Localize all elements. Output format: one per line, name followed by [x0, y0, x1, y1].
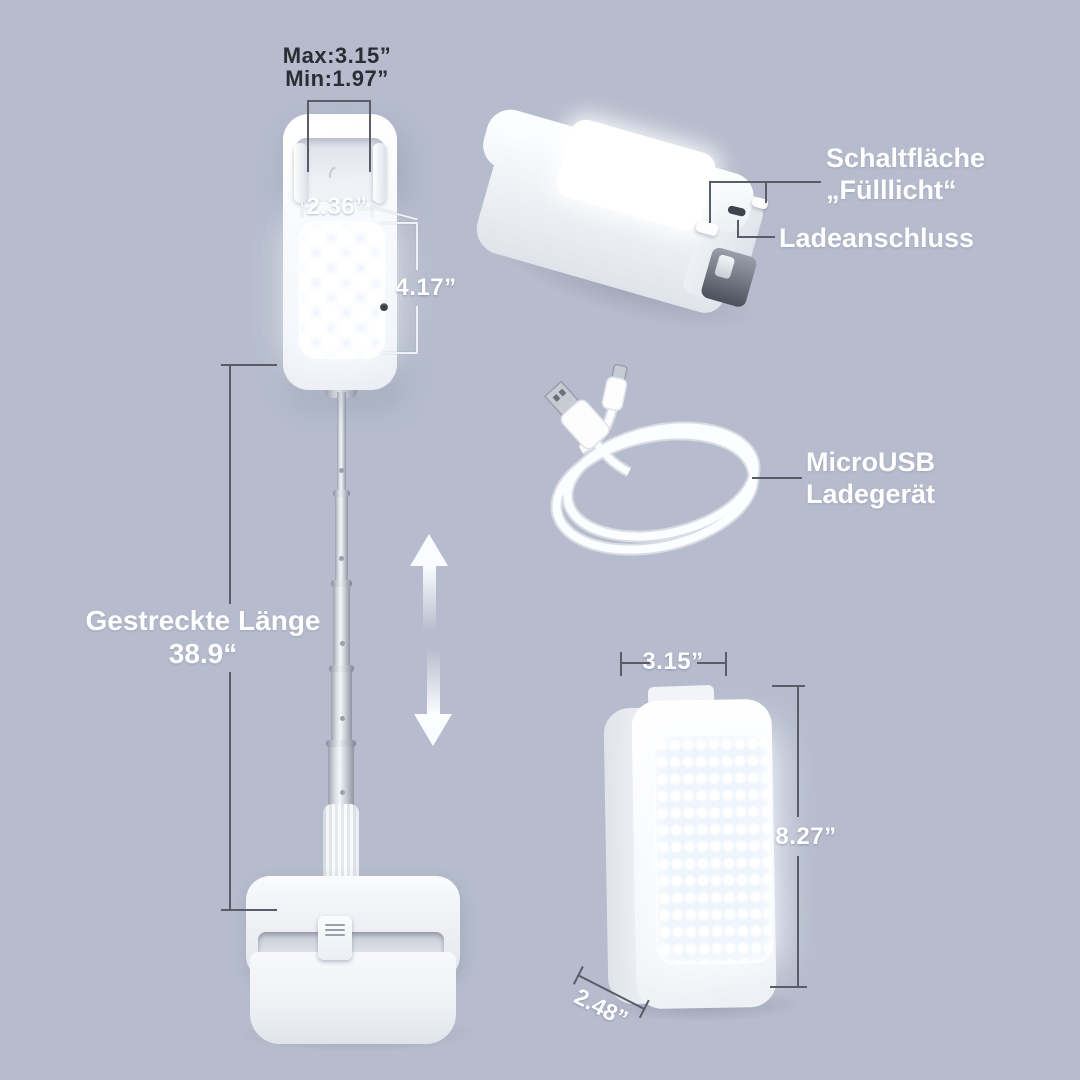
extended-length-line1: Gestreckte Länge	[85, 605, 321, 636]
extended-length-line	[229, 672, 231, 909]
base-slider-switch	[318, 916, 352, 960]
charging-port-leader-line	[737, 236, 775, 238]
folded-height-label: 8.27”	[775, 823, 837, 850]
panel-width-tick	[301, 202, 303, 217]
panel-height-line	[416, 306, 418, 352]
pole-collar	[331, 580, 352, 587]
extended-length-line2: 38.9“	[168, 638, 238, 669]
extended-length-tick	[221, 909, 277, 911]
pole-dot	[340, 641, 345, 646]
clamp-dim-tick	[369, 100, 371, 172]
fill-light-button-line1: Schaltfläche	[826, 143, 986, 173]
panel-height-line	[416, 224, 418, 270]
micro-usb-connector	[601, 363, 628, 412]
standing-unit-led-panel	[653, 733, 773, 965]
folded-box-foot-tab	[713, 253, 736, 280]
usb-a-connector	[543, 380, 610, 450]
folded-width-tick	[620, 652, 622, 676]
clamp-max-label: Max:3.15”	[282, 43, 392, 68]
panel-height-tick	[380, 222, 418, 224]
pole-dot	[339, 468, 344, 473]
folded-width-line	[622, 662, 650, 664]
pole-segment-5	[328, 740, 354, 812]
fill-light-button-line2: „Fülllicht“	[826, 175, 957, 205]
folded-height-tick	[772, 685, 805, 687]
folded-height-line	[797, 687, 799, 817]
extended-length-line	[229, 366, 231, 604]
fill-light-button-label: Schaltfläche „Fülllicht“	[826, 142, 985, 206]
panel-width-tick	[371, 202, 373, 217]
extended-length-label: Gestreckte Länge 38.9“	[83, 604, 323, 670]
led-fill-light-panel	[299, 221, 385, 359]
pole-dot	[340, 790, 345, 795]
light-head	[283, 114, 397, 390]
charger-leader-line	[752, 477, 802, 479]
charger-label: MicroUSB Ladegerät	[806, 446, 935, 510]
charger-line1: MicroUSB	[806, 447, 936, 477]
usb-cable	[543, 363, 761, 556]
charging-port-leader-line	[737, 220, 739, 238]
button-leader-line	[765, 181, 767, 203]
pole-segment-2	[335, 490, 348, 582]
phone-clamp-right-grip	[373, 143, 386, 203]
arrow-up-icon	[407, 534, 451, 632]
panel-width-label: 2.36”	[306, 193, 368, 220]
pole-collar	[329, 665, 354, 672]
folded-height-line	[797, 856, 799, 987]
pole-segment-3	[333, 580, 350, 667]
clamp-min-label: Min:1.97”	[285, 66, 389, 91]
panel-height-label: 4.17”	[395, 274, 457, 301]
pole-dot	[339, 556, 344, 561]
folded-height-tick	[770, 986, 807, 988]
pole-collar	[326, 740, 356, 747]
folded-width-label: 3.15”	[642, 648, 704, 675]
panel-width-line	[358, 208, 371, 210]
folded-width-line	[697, 662, 725, 664]
clamp-dim-tick	[307, 100, 309, 172]
extended-length-tick	[221, 364, 277, 366]
charger-line2: Ladegerät	[806, 479, 936, 509]
pole-dot	[340, 716, 345, 721]
pole-segment-1	[337, 392, 346, 492]
panel-width-line	[303, 208, 317, 210]
folded-width-tick	[725, 652, 727, 676]
phone-clamp-left-grip	[294, 143, 307, 203]
pole-collar	[333, 490, 350, 497]
clamp-dim-line	[307, 100, 371, 102]
charging-port-label: Ladeanschluss	[779, 223, 975, 253]
arrow-down-icon	[411, 648, 455, 746]
button-leader-line	[709, 181, 711, 223]
stand-base-front	[250, 952, 456, 1044]
panel-height-tick	[380, 352, 418, 354]
power-button-dot	[380, 303, 388, 311]
pole-segment-4	[331, 665, 352, 742]
